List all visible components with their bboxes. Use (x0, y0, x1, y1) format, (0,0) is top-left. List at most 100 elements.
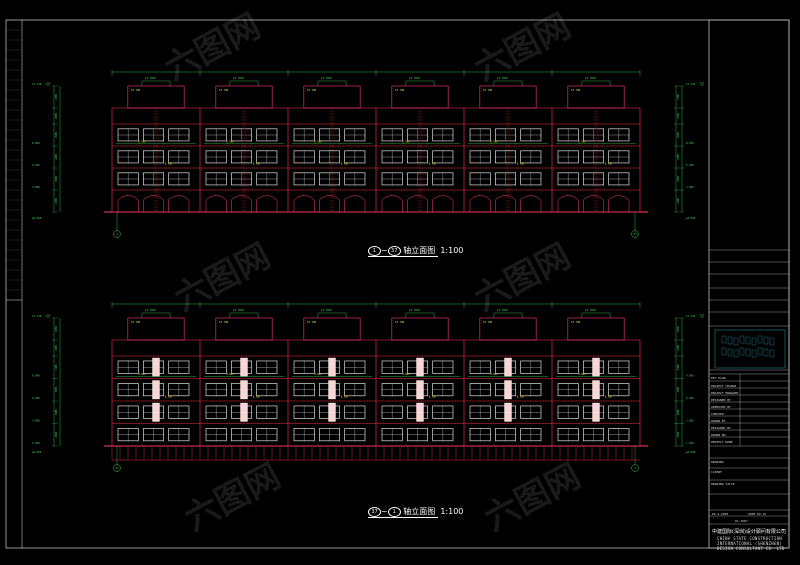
dim-text: 3300 (55, 345, 58, 351)
title-block-row: CHECKED (711, 412, 724, 416)
garage-arch (381, 195, 403, 212)
elev-text: 12.700 (307, 88, 317, 92)
elev-text: 6.300 (165, 163, 173, 166)
garage-arch (117, 195, 139, 212)
date-field: 04-S-2004 (712, 512, 729, 516)
garage-arch (583, 195, 604, 212)
elev-mark (699, 314, 705, 319)
elev-text: 12.700 (483, 88, 493, 92)
elev-text: 12.700 (219, 88, 229, 92)
elev-text: 11.750 (686, 82, 696, 86)
key-plan-unit (733, 349, 739, 358)
sheet-field: 01-2507 (735, 519, 748, 523)
version-field: 2005.02.15 (748, 512, 767, 516)
dim-text: 2500 (55, 132, 58, 138)
key-plan-unit (769, 337, 775, 346)
garage-arch (407, 195, 428, 212)
elev-text: 9.900 (490, 373, 498, 376)
dim-text: 2700 (677, 94, 680, 100)
dim-text: 2400 (677, 154, 680, 160)
elev-text: 13.900 (585, 76, 596, 80)
stair-panel (240, 357, 248, 377)
garage-arch (432, 195, 454, 212)
garage-arch (469, 195, 491, 212)
garage-arch (231, 195, 252, 212)
key-plan (714, 329, 786, 369)
stair-panel (240, 402, 248, 422)
dim-text: 3900 (55, 409, 58, 415)
elev-text: 9.900 (402, 373, 410, 376)
garage-arch (205, 195, 227, 212)
garage-arch (608, 195, 630, 212)
dim-text: 2500 (55, 113, 58, 119)
dim-text: 1050 (55, 326, 58, 332)
axis-end-bubble: 37 (387, 245, 401, 256)
elev-text: 3.800 (32, 185, 40, 189)
key-plan-unit (751, 337, 757, 346)
elev-text: 8.950 (226, 141, 234, 144)
roof-tower (567, 317, 625, 341)
key-plan-unit (733, 337, 739, 346)
dim-text: 2500 (677, 132, 680, 138)
elev-text: 12.700 (483, 320, 493, 324)
elev-text: 13.900 (585, 308, 596, 312)
axis-label: 1 (116, 232, 118, 236)
dim-text: 1050 (677, 326, 680, 332)
title-block-row: DRAWING TITLE (711, 482, 735, 486)
garage-arch (256, 195, 278, 212)
elev-text: 8.950 (138, 141, 146, 144)
axis-bubble (113, 230, 121, 238)
elev-text: 6.300 (32, 396, 40, 400)
stair-panel (328, 402, 336, 422)
dim-text: 2500 (677, 113, 680, 119)
elevation-2-title: 37~1 轴立面图 1:100 (368, 506, 463, 518)
elev-text: 12.700 (395, 320, 405, 324)
firm-name-cn: 中建国际(深圳)设计顾问有限公司 (712, 529, 786, 535)
elev-text: ±0.000 (686, 216, 696, 220)
stair-panel (416, 402, 424, 422)
key-plan-unit (763, 336, 769, 345)
elev-text: 8.950 (490, 141, 498, 144)
dim-text: 4100 (677, 198, 680, 204)
elev-text: 6.300 (605, 163, 613, 166)
elev-text: ±0.000 (32, 450, 42, 454)
elev-text: 8.950 (314, 141, 322, 144)
elev-text: 13.900 (497, 76, 508, 80)
stair-panel (416, 380, 424, 400)
elev-text: 11.750 (32, 314, 42, 318)
elev-text: 13.900 (321, 76, 332, 80)
elevation-scale: 1:100 (440, 246, 464, 255)
key-plan-unit (727, 348, 733, 357)
title-block-row: DESIGNED BY (711, 426, 731, 430)
elev-text: 8.950 (402, 141, 410, 144)
stair-panel (328, 357, 336, 377)
title-block-row: APPROVED BY (711, 405, 731, 409)
roof-tower (215, 317, 273, 341)
elevation-caption: 轴立面图 (403, 246, 436, 255)
elev-text: 6.300 (341, 396, 349, 399)
elev-text: 6.300 (605, 396, 613, 399)
garage-arch (495, 195, 516, 212)
garage-arch (319, 195, 340, 212)
dim-text: 2400 (55, 154, 58, 160)
elev-text: 12.700 (571, 320, 581, 324)
dim-text: 3400 (677, 364, 680, 370)
axis-start-bubble: 37 (368, 506, 381, 517)
firm-name-en-1: CHINA STATE CONSTRUCTION (717, 536, 782, 541)
key-plan-unit (739, 347, 745, 356)
stair-panel (592, 357, 600, 377)
axis-label: 1 (634, 466, 636, 470)
elevation-caption: 轴立面图 (403, 507, 436, 516)
dim-text: 4100 (55, 198, 58, 204)
stair-panel (328, 380, 336, 400)
elev-text: 13.900 (145, 308, 156, 312)
elev-text: 11.750 (686, 314, 696, 318)
elev-text: 6.300 (429, 396, 437, 399)
elev-text: 6.300 (686, 396, 694, 400)
elev-text: ±0.000 (32, 216, 42, 220)
elev-text: 13.900 (233, 76, 244, 80)
key-plan-unit (763, 348, 769, 357)
title-block-row: PROJECT NAME (711, 440, 733, 444)
